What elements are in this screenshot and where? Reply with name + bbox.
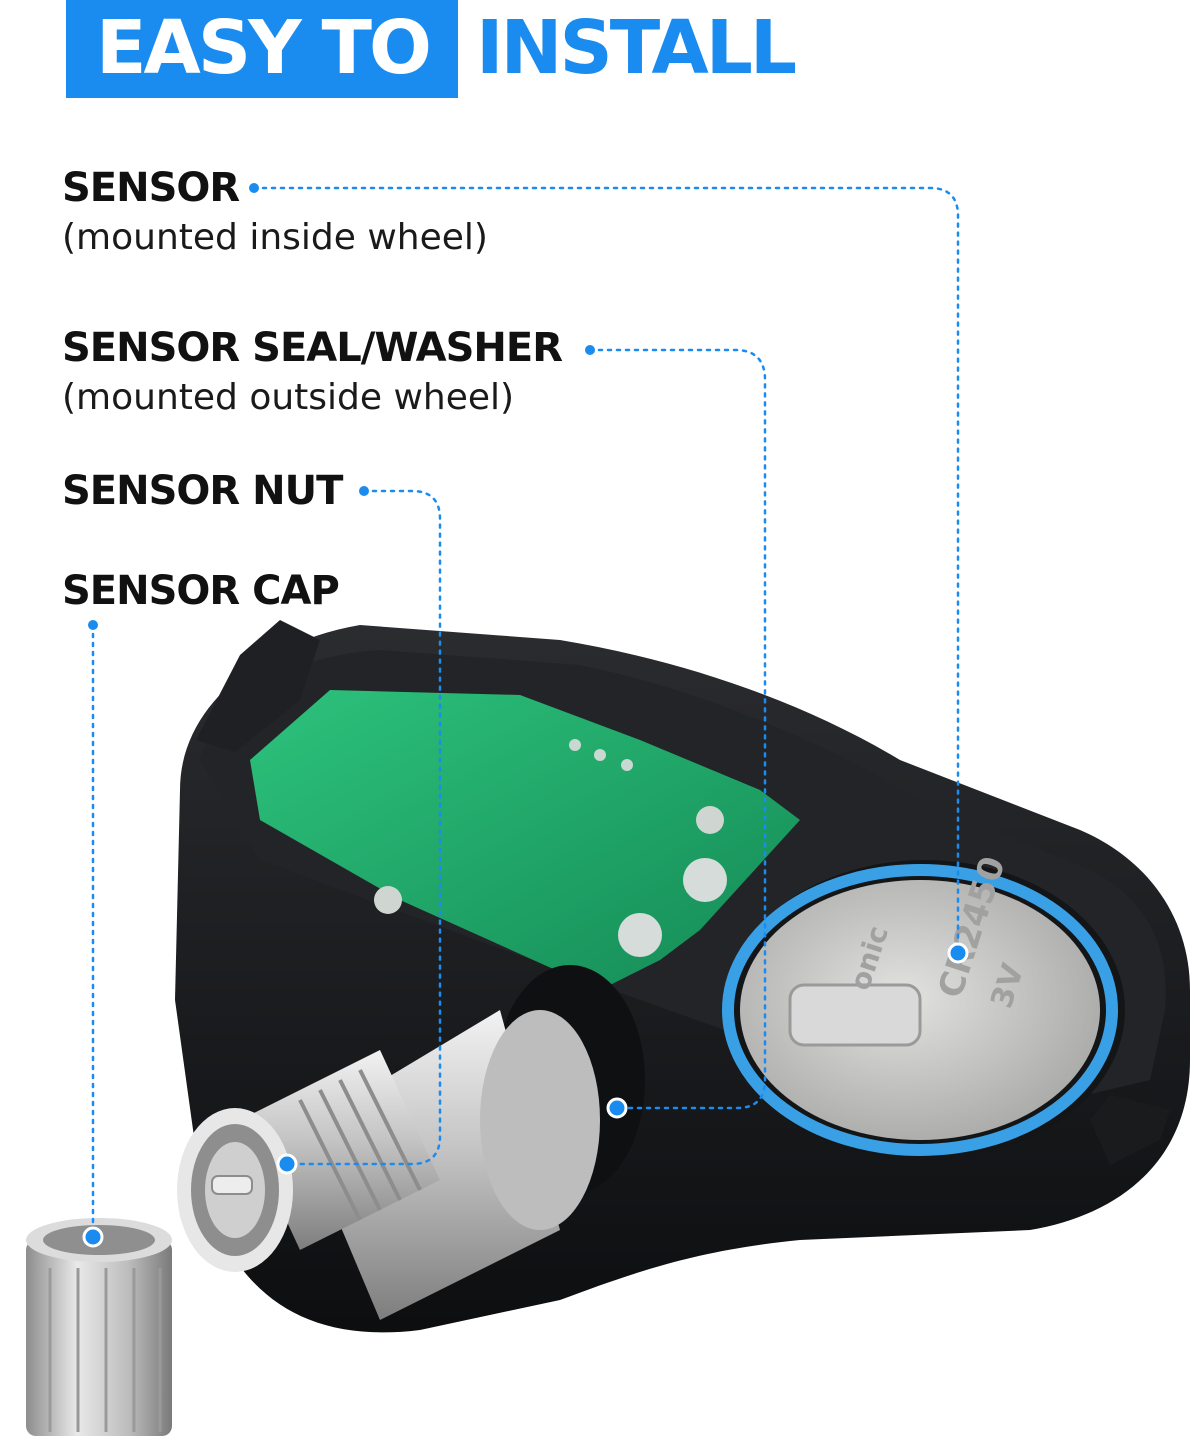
marker-cap	[82, 1226, 104, 1248]
title-banner	[66, 0, 458, 98]
leader-sensor	[252, 186, 960, 952]
housing-clip-right	[1090, 1095, 1170, 1165]
marker-seal	[606, 1097, 628, 1119]
valve-stem	[177, 965, 645, 1320]
title-rest: INSTALL	[476, 5, 797, 91]
marker-sensor	[947, 942, 969, 964]
circuit-board	[250, 690, 800, 990]
label-sensor-nut: SENSOR NUT	[62, 468, 343, 514]
battery: CR2450 3V onic	[722, 852, 1125, 1160]
leader-seal	[588, 348, 767, 1110]
sublabel-sensor: (mounted inside wheel)	[62, 217, 488, 258]
sublabel-sensor-seal: (mounted outside wheel)	[62, 377, 515, 418]
dot-sensor-label	[249, 183, 259, 193]
housing-clip-left	[196, 620, 320, 752]
title-highlight: EASY TO	[96, 5, 432, 91]
label-sensor-cap: SENSOR CAP	[62, 568, 340, 614]
label-sensor: SENSOR	[62, 165, 240, 211]
marker-nut	[276, 1153, 298, 1175]
sensor-cap	[26, 1218, 172, 1436]
dot-seal-label	[585, 345, 595, 355]
label-sensor-seal: SENSOR SEAL/WASHER	[62, 325, 563, 371]
dot-cap-label	[88, 620, 98, 630]
dot-nut-label	[359, 486, 369, 496]
